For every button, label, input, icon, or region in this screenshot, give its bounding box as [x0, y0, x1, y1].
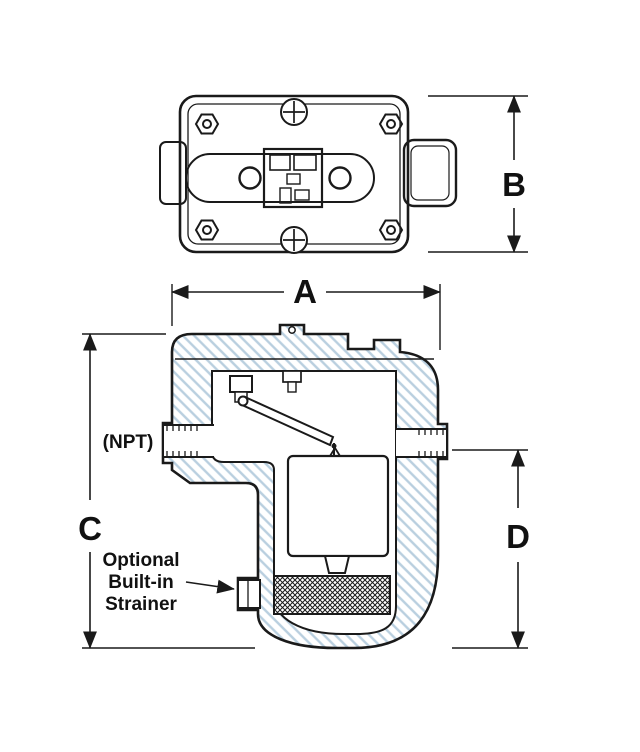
port-circle-left: [238, 166, 262, 190]
strainer-note: Optional Built-in Strainer: [102, 550, 235, 615]
pivot-pin: [237, 395, 249, 407]
inlet-thread-marks: [166, 425, 198, 457]
valve-pin: [287, 381, 297, 393]
strainer-plug: [237, 579, 261, 609]
section-view: [161, 323, 449, 650]
pivot-bracket: [229, 375, 253, 393]
dimension-b-label: B: [502, 166, 526, 203]
center-mechanism-block: [262, 147, 324, 209]
lever-mechanism: [229, 370, 337, 456]
top-view: [159, 94, 458, 254]
strainer-pointer-arrow: [185, 579, 235, 594]
left-flange: [159, 141, 187, 205]
cross-screws: [280, 98, 308, 254]
inlet-port: [162, 424, 214, 458]
inverted-bucket: [286, 446, 390, 558]
outlet-thread-marks: [418, 429, 444, 457]
strainer-screen: [273, 575, 391, 615]
right-flange: [402, 138, 458, 208]
dimension-a: A: [171, 273, 441, 350]
dimension-b: B: [428, 95, 528, 253]
npt-label: (NPT): [103, 432, 154, 453]
port-circle-right: [328, 166, 352, 190]
dimension-a-label: A: [293, 273, 317, 310]
strainer-note-line2: Built-in: [108, 572, 173, 593]
valve-seat-boss: [282, 370, 302, 383]
bucket-vent: [329, 446, 341, 457]
hex-bolts: [194, 113, 404, 241]
strainer-note-line3: Strainer: [105, 594, 177, 615]
strainer-note-line1: Optional: [102, 550, 179, 571]
dimension-d-label: D: [506, 518, 530, 555]
dimension-c: C: [78, 333, 255, 649]
bucket-seat: [323, 555, 351, 574]
right-flange-inner-line: [410, 145, 450, 201]
dimension-d: D: [452, 449, 530, 649]
top-vent-hole: [288, 326, 296, 334]
outlet-port: [396, 428, 448, 458]
dimension-c-label: C: [78, 510, 102, 547]
